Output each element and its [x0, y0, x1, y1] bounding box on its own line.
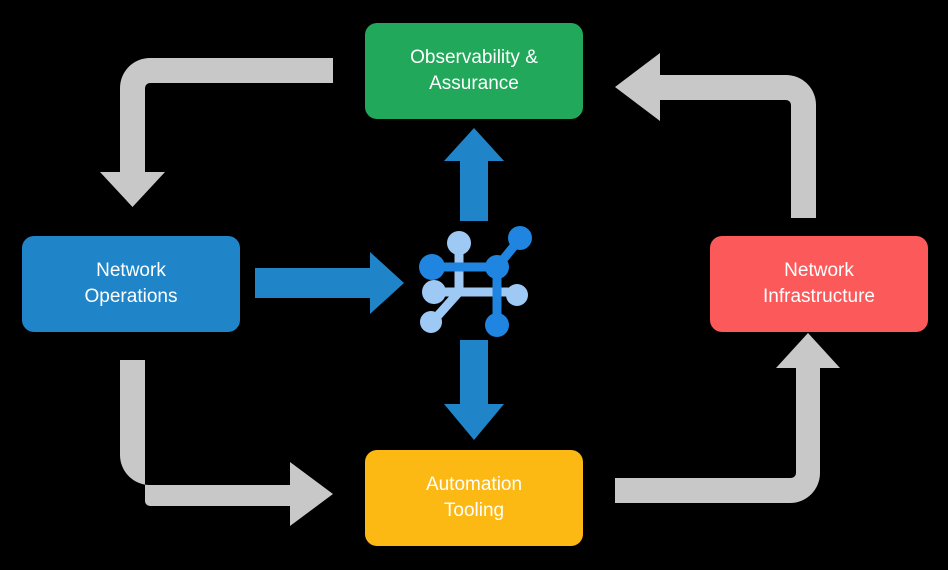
gray-arrow-automation-to-infrastructure — [615, 333, 840, 503]
blue-arrow-center-to-observability — [444, 128, 504, 221]
node-observability-assurance[interactable]: Observability & Assurance — [365, 23, 583, 119]
blue-arrow-center-to-automation — [444, 340, 504, 440]
gray-arrow-operations-to-automation — [120, 360, 333, 526]
node-automation-label: Automation Tooling — [425, 474, 523, 521]
node-automation-tooling[interactable]: Automation Tooling — [365, 450, 583, 546]
network-icon-dark-nodes — [419, 226, 532, 337]
gray-arrow-observability-to-operations — [100, 58, 333, 207]
node-operations-label: Network Operations — [84, 260, 178, 307]
gray-arrow-infrastructure-to-observability — [615, 53, 816, 218]
blue-arrow-operations-to-center — [255, 252, 404, 314]
node-infrastructure-label: Network Infrastructure — [763, 260, 875, 307]
node-network-infrastructure[interactable]: Network Infrastructure — [710, 236, 928, 332]
node-network-operations[interactable]: Network Operations — [22, 236, 240, 332]
network-icon-light-nodes — [420, 231, 528, 333]
node-observability-label: Observability & Assurance — [410, 47, 538, 94]
